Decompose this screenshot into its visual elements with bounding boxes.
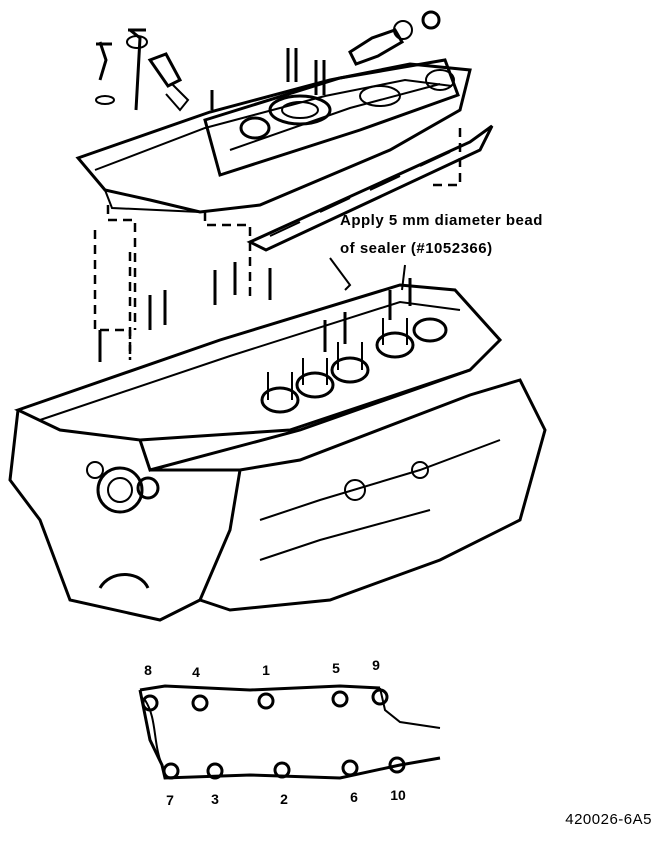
torque-sequence-diagram	[138, 684, 441, 780]
bolt-hole-markers	[141, 688, 406, 780]
sealer-callout-line-2: of sealer (#1052366)	[340, 240, 493, 257]
intake-manifold	[75, 10, 494, 360]
bolt-number-bottom-5: 10	[390, 787, 406, 803]
bolt-number-bottom-4: 6	[350, 789, 358, 805]
bolt-number-top-5: 9	[372, 657, 380, 673]
figure-id: 420026-6A5	[565, 811, 652, 828]
sealer-callout-line-1: Apply 5 mm diameter bead	[340, 212, 543, 229]
engine-block	[8, 257, 547, 622]
bolt-number-bottom-2: 3	[211, 791, 219, 807]
bolt-number-top-4: 5	[332, 660, 340, 676]
bolt-number-bottom-1: 7	[166, 792, 174, 808]
valve-springs	[260, 278, 448, 414]
bolt-number-top-2: 4	[192, 664, 200, 680]
bolt-number-bottom-3: 2	[280, 791, 288, 807]
bolt-number-top-3: 1	[262, 662, 270, 678]
bolt-number-top-1: 8	[144, 662, 152, 678]
